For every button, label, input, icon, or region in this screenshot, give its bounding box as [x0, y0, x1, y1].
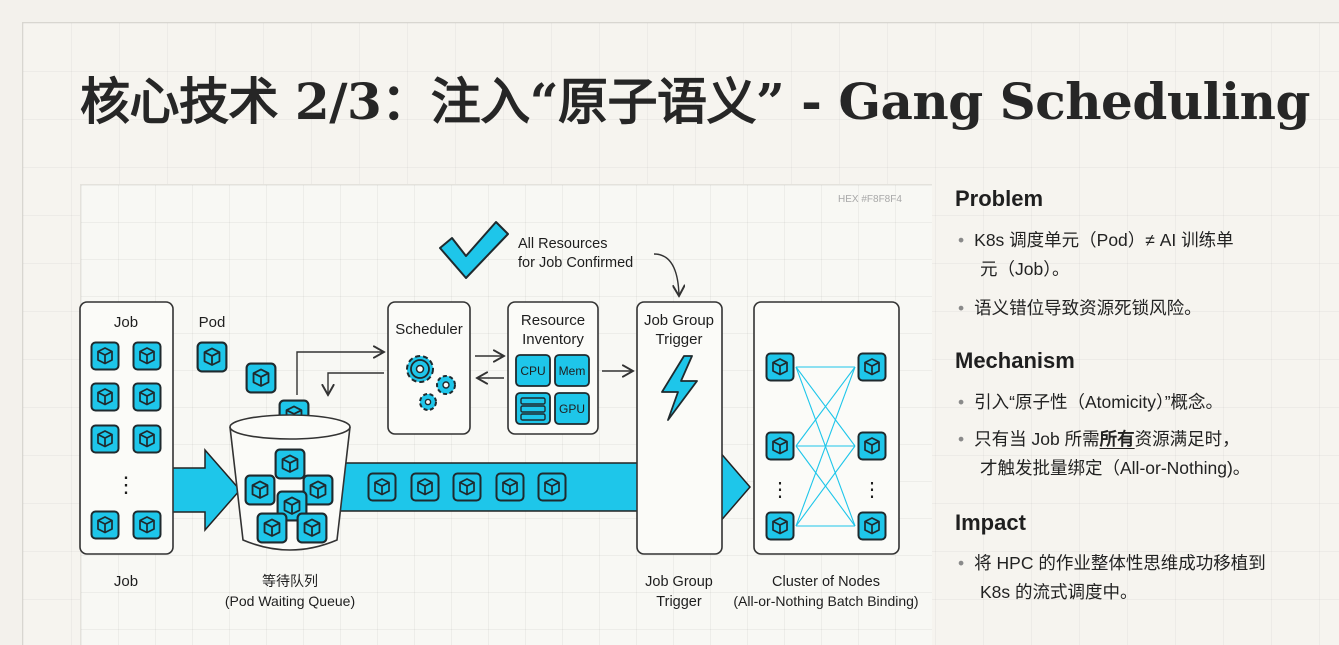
binding-lines — [795, 366, 856, 527]
storage-icon — [515, 392, 551, 425]
from-scheduler-arrow — [328, 372, 384, 395]
queue-label-en: (Pod Waiting Queue) — [225, 593, 355, 609]
mechanism-bullet-1: •引入“原子性（Atomicity）”概念。 — [958, 392, 1224, 412]
trigger-bottom-label-1: Job Group — [645, 574, 713, 590]
job-top-label: Job — [114, 314, 138, 331]
node-icon — [765, 431, 795, 461]
confirm-arrow — [653, 253, 679, 296]
node-icon — [857, 431, 887, 461]
scheduler-label: Scheduler — [395, 321, 463, 338]
problem-bullet-1: •K8s 调度单元（Pod）≠ AI 训练单 元（Job）。 — [958, 230, 1234, 279]
gpu-label: GPU — [559, 402, 585, 416]
mechanism-heading: Mechanism — [955, 348, 1075, 373]
trigger-label-1: Job Group — [644, 312, 714, 329]
waiting-queue-bucket — [229, 414, 351, 551]
to-scheduler-arrow — [296, 352, 384, 395]
problem-bullet-2: •语义错位导致资源死锁风险。 — [958, 298, 1202, 318]
pod-icon — [245, 362, 277, 394]
node-ellipsis: ⋮ — [770, 479, 790, 501]
flow-arrow — [171, 448, 241, 532]
flow-pod-icon — [410, 472, 440, 502]
mem-label: Mem — [559, 364, 586, 378]
job-pod-icon — [132, 341, 162, 371]
job-pod-icon — [132, 510, 162, 540]
node-icon — [765, 352, 795, 382]
job-ellipsis: ⋮ — [115, 472, 137, 497]
flow-pod-icon — [452, 472, 482, 502]
hex-tag: HEX #F8F8F4 — [838, 194, 902, 205]
job-pod-icon — [90, 382, 120, 412]
problem-heading: Problem — [955, 186, 1044, 211]
queue-label-cn: 等待队列 — [262, 573, 318, 589]
gear-icon — [406, 355, 456, 411]
job-pod-icon — [90, 341, 120, 371]
impact-bullet-1: •将 HPC 的作业整体性思维成功移植到 K8s 的流式调度中。 — [958, 553, 1266, 602]
node-icon — [857, 352, 887, 382]
confirm-label-1: All Resources — [518, 236, 607, 252]
job-pod-icon — [132, 382, 162, 412]
node-icon — [857, 511, 887, 541]
cluster-label-2: (All-or-Nothing Batch Binding) — [733, 593, 918, 609]
checkmark-icon — [439, 221, 509, 279]
cpu-chip — [515, 354, 551, 387]
flow-pod-icon — [367, 472, 397, 502]
lightning-icon — [661, 355, 698, 421]
cluster-label-1: Cluster of Nodes — [772, 574, 880, 590]
diagram-panel — [80, 184, 932, 645]
cpu-label: CPU — [520, 364, 545, 378]
resource-label-1: Resource — [521, 312, 585, 329]
gpu-chip — [554, 392, 590, 425]
job-pod-icon — [90, 510, 120, 540]
node-icon — [765, 511, 795, 541]
impact-heading: Impact — [955, 510, 1026, 535]
trigger-label-2: Trigger — [656, 331, 703, 348]
job-bottom-label: Job — [114, 573, 138, 590]
pod-icon — [196, 341, 228, 373]
confirm-label-2: for Job Confirmed — [518, 255, 633, 271]
job-pod-icon — [90, 424, 120, 454]
node-ellipsis: ⋮ — [862, 479, 882, 501]
pod-label: Pod — [199, 314, 226, 331]
mechanism-bullet-2: •只有当 Job 所需所有资源满足时， 才触发批量绑定（All-or-Nothi… — [958, 429, 1251, 478]
job-pod-icon — [132, 424, 162, 454]
trigger-bottom-label-2: Trigger — [656, 594, 702, 610]
page-title: 核心技术 2/3：注入“原子语义” - Gang Scheduling — [80, 72, 1311, 131]
flow-pod-icon — [537, 472, 567, 502]
mem-chip — [554, 354, 590, 387]
job-group-trigger-box — [636, 301, 723, 555]
resource-label-2: Inventory — [522, 331, 584, 348]
flow-pod-icon — [495, 472, 525, 502]
